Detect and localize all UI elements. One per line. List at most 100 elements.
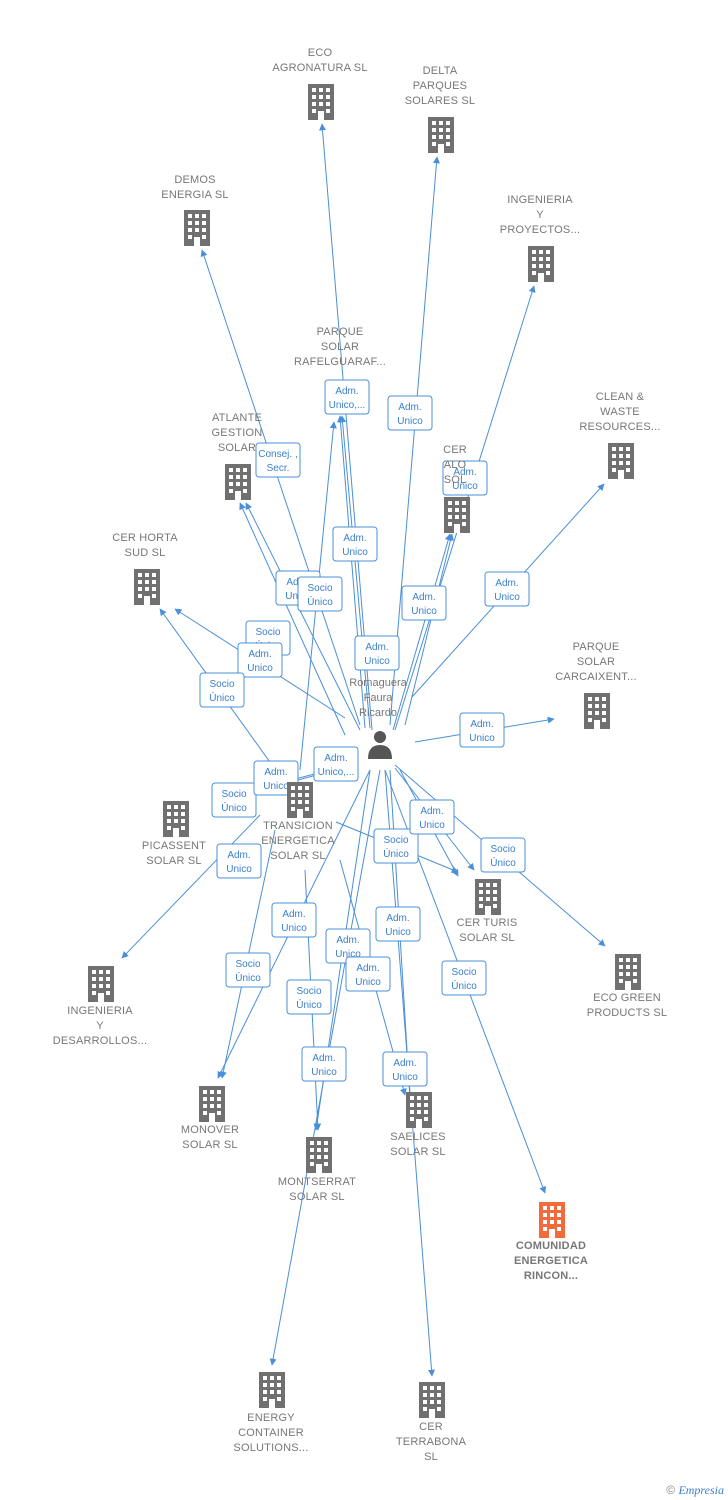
relationship-label[interactable]: Adm.Unico (301, 1046, 347, 1082)
edge-line (404, 533, 454, 726)
building-icon (88, 966, 114, 1002)
edge-line (392, 533, 452, 731)
company-node-energy-container[interactable]: ENERGYCONTAINERSOLUTIONS... (233, 1372, 308, 1454)
relationship-label[interactable]: Adm.Unico (271, 902, 317, 938)
relationship-label-text: Único (490, 856, 516, 869)
edges-layer (121, 123, 606, 1377)
company-label: PROYECTOS... (500, 224, 580, 236)
company-label: INGENIERIA (67, 1005, 133, 1017)
building-icon (406, 1092, 432, 1128)
edge-line (200, 249, 361, 726)
building-icon (608, 443, 634, 479)
company-node-saelices[interactable]: SAELICES SOLAR SL (390, 1092, 446, 1158)
relationship-label[interactable]: Adm.Unico (354, 635, 400, 671)
relationship-label[interactable]: Adm.Unico (332, 526, 378, 562)
company-node-ingenieria-desarrollos[interactable]: INGENIERIAYDESARROLLOS... (53, 966, 148, 1047)
company-node-clean-waste[interactable]: CLEAN &WASTERESOURCES... (579, 391, 660, 479)
company-label: PRODUCTS SL (587, 1007, 667, 1019)
company-label: SAELICES (390, 1131, 445, 1143)
relationship-label-text: Socio (255, 627, 280, 638)
relationship-label[interactable]: Adm.Unico (401, 585, 447, 621)
relationship-label-text: Unico,... (329, 400, 366, 411)
building-icon (287, 782, 313, 818)
relationship-label-text: Adm. (398, 402, 421, 413)
relationship-label[interactable]: Adm.Unico (459, 712, 505, 748)
company-label: SUD SL (125, 547, 166, 559)
relationship-label-text: Adm. (264, 767, 287, 778)
edge-line (337, 415, 366, 729)
relationship-label-text: Adm. (227, 850, 250, 861)
company-node-ingenieria-proyectos[interactable]: INGENIERIAYPROYECTOS... (500, 194, 580, 282)
relationship-label-text: Adm. (312, 1053, 335, 1064)
building-icon (444, 497, 470, 533)
company-label: SOLAR SL (146, 855, 201, 867)
relationship-label-text: Unico (397, 416, 423, 427)
relationship-label[interactable]: Adm. Unico,... (324, 379, 370, 415)
company-label: MONOVER (181, 1124, 239, 1136)
copyright-symbol: © (666, 1483, 676, 1497)
relationship-label[interactable]: Adm.Unico (375, 906, 421, 942)
company-label: ALO (444, 459, 467, 471)
relationship-label[interactable]: Adm.Unico (409, 799, 455, 835)
company-node-parque-carcaixent[interactable]: PARQUESOLARCARCAIXENT... (555, 641, 637, 729)
relationship-label-text: Unico (392, 1072, 418, 1083)
relationship-label[interactable]: Adm.Unico (442, 460, 488, 496)
company-label: CER (419, 1421, 443, 1433)
company-node-comunidad[interactable]: COMUNIDADENERGETICARINCON... (514, 1202, 588, 1282)
building-icon (428, 117, 454, 153)
building-icon (163, 801, 189, 837)
relationship-label[interactable]: Adm.Unico (237, 642, 283, 678)
company-label: TRANSICION (263, 820, 333, 832)
company-label: Y (96, 1020, 104, 1032)
relationship-label[interactable]: Consej. ,Secr. (255, 442, 301, 478)
relationship-label[interactable]: Adm.Unico,... (313, 746, 359, 782)
relationship-label[interactable]: Adm.Unico (484, 571, 530, 607)
relationship-label-text: Adm. (335, 386, 358, 397)
relationship-label[interactable]: Adm. Unico (387, 395, 433, 431)
company-label: SOLAR SL (459, 932, 514, 944)
relationship-label-text: Socio (490, 844, 515, 855)
relationship-label-text: Único (235, 971, 261, 984)
company-node-parque-rafelguaraf[interactable]: PARQUESOLARRAFELGUARAF... (294, 326, 386, 368)
relationship-label-text: Consej. , (258, 449, 297, 460)
person-icon (368, 731, 392, 759)
building-icon (199, 1086, 225, 1122)
company-label: SOLAR SL (289, 1191, 344, 1203)
company-label: COMUNIDAD (516, 1240, 586, 1252)
relationship-label-text: Adm. (386, 913, 409, 924)
relationship-label-text: Unico (452, 481, 478, 492)
brand-logo[interactable]: Empresia (678, 1483, 724, 1497)
company-label: ENERGIA SL (161, 189, 228, 201)
company-label: SOLAR SL (390, 1146, 445, 1158)
copyright-footer: © Empresia (666, 1483, 724, 1498)
relationship-label[interactable]: Adm.Unico (345, 956, 391, 992)
relationship-label-text: Socio (451, 967, 476, 978)
relationship-label[interactable]: Adm.Unico (382, 1051, 428, 1087)
relationship-label[interactable]: Adm.Unico (216, 843, 262, 879)
company-label: CARCAIXENT... (555, 671, 636, 683)
relationship-label-text: Adm. (470, 719, 493, 730)
